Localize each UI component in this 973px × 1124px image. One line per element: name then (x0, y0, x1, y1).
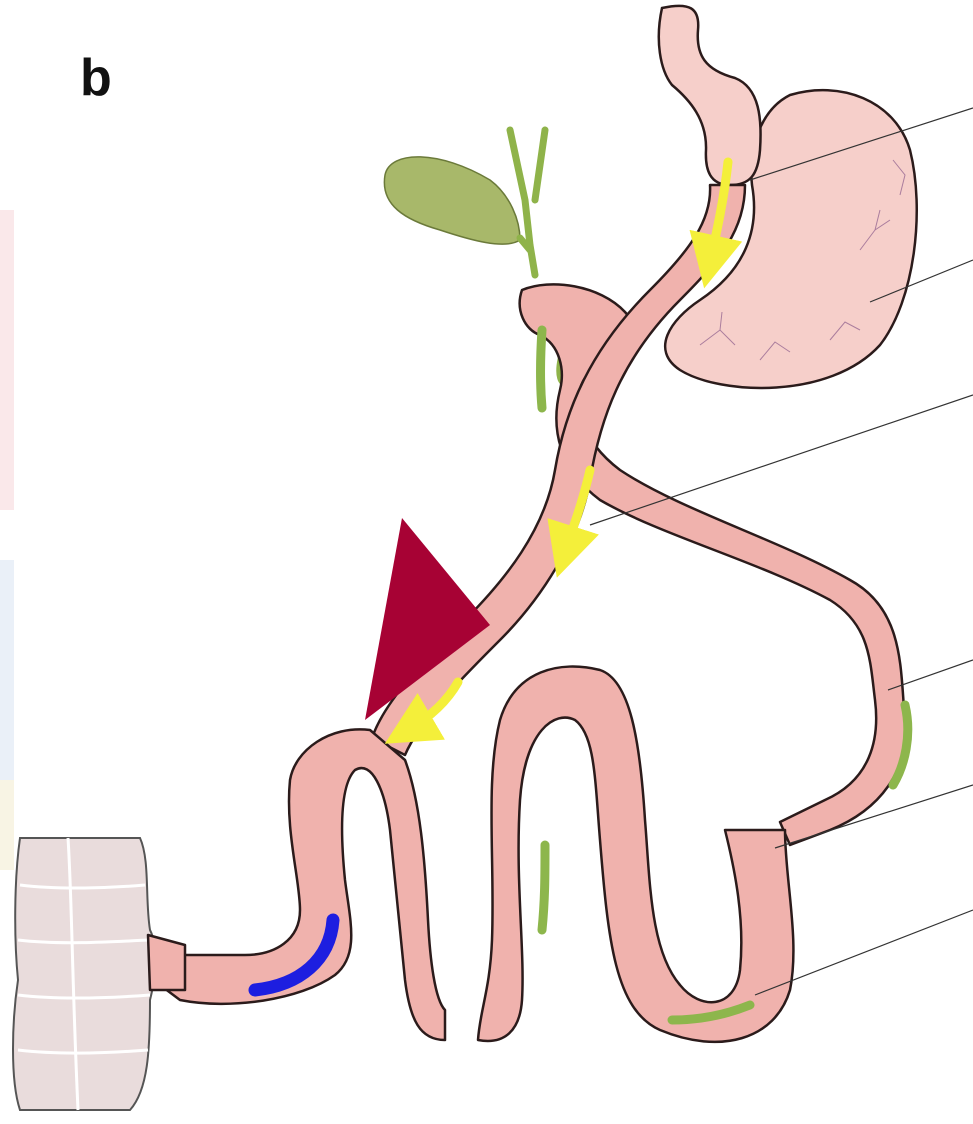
gallbladder (384, 157, 520, 244)
ileum-stub (148, 935, 185, 990)
common-channel (160, 729, 445, 1040)
colon (13, 838, 156, 1110)
jejunal-loop (478, 667, 793, 1042)
esophagus (659, 6, 761, 185)
panel-label: b (80, 48, 112, 108)
bile-flow-arrow (541, 330, 543, 408)
bile-flow-arrow (542, 845, 545, 930)
